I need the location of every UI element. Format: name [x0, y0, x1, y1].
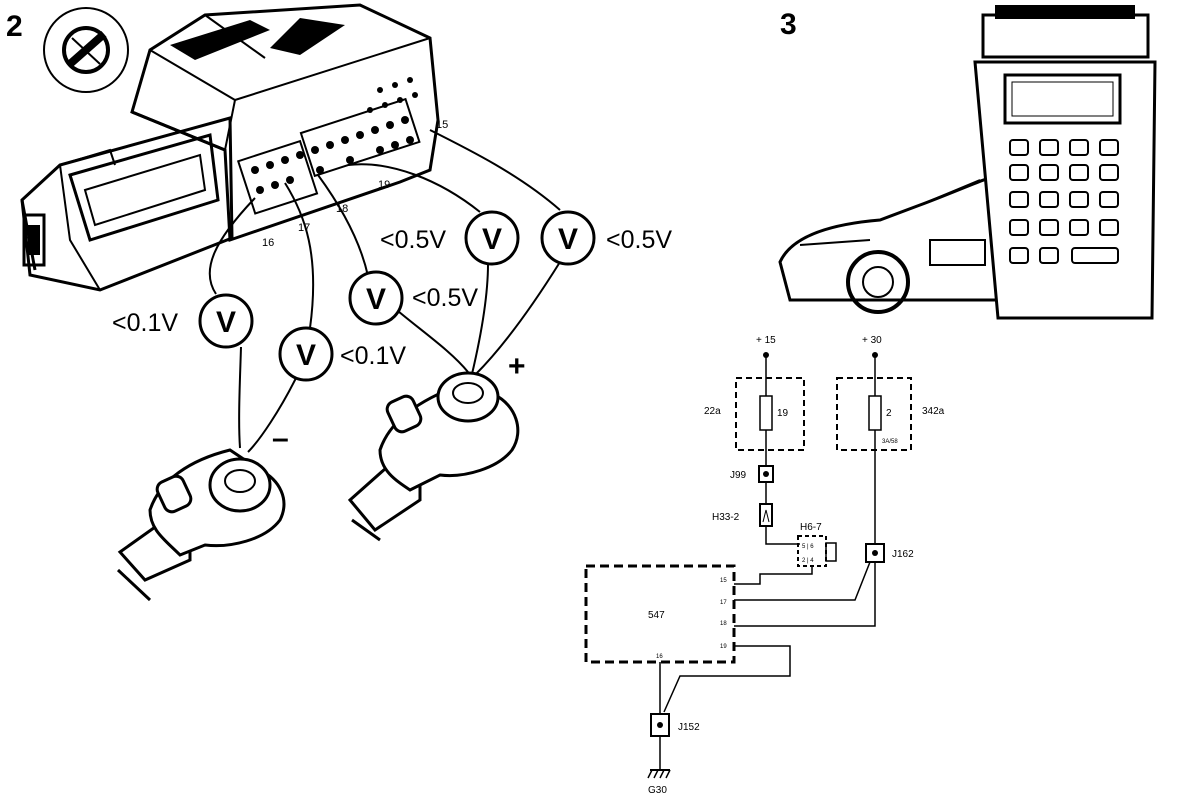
pin-16-label: 16: [262, 237, 274, 249]
connector-j162-label: J162: [892, 549, 914, 560]
ground-symbol-icon: [647, 769, 671, 779]
voltmeter-4-reading: <0.5V: [380, 226, 446, 254]
fuse-2-value: 2: [886, 408, 892, 419]
fuse-19-value: 19: [777, 408, 789, 419]
fuse-2-rating: 3A/58: [882, 439, 898, 445]
ecu-pin-18: 18: [720, 621, 727, 627]
supply-15-label: + 15: [756, 335, 776, 346]
voltmeter-4-symbol: V: [482, 223, 502, 256]
voltmeter-3-symbol: V: [366, 283, 386, 316]
voltmeter-4: V: [464, 210, 520, 266]
wiring-schematic: + 15 22a 19 J99 H33-2 5 | 6 2 | 4 H6-7 +…: [584, 335, 945, 796]
figure-3-number: 3: [780, 8, 797, 41]
negative-sensor-plug: [116, 448, 286, 602]
voltmeter-5-reading: <0.5V: [606, 226, 672, 254]
pin-19-label: 19: [378, 179, 390, 191]
ground-g30-label: G30: [648, 785, 667, 796]
fuse-box-342a-label: 342a: [922, 406, 945, 417]
connector-j99-label: J99: [730, 470, 747, 481]
voltmeter-2-symbol: V: [296, 339, 316, 372]
figure-2-number: 2: [6, 10, 23, 43]
h6-pin-5: 5 | 6: [802, 544, 814, 550]
voltmeter-2: V: [278, 326, 334, 382]
ignition-key-icon: [43, 7, 129, 93]
voltmeter-5: V: [540, 210, 596, 266]
connector-h6-label: H6-7: [800, 522, 822, 533]
pin-15-label: 15: [436, 119, 448, 131]
voltmeter-1-reading: <0.1V: [112, 309, 178, 337]
voltmeter-1-symbol: V: [216, 306, 236, 339]
diagnostic-tester-illustration: [973, 5, 1157, 320]
negative-polarity-sign: –: [272, 422, 289, 455]
voltmeter-3: V: [348, 270, 404, 326]
supply-30-label: + 30: [862, 335, 882, 346]
voltmeter-3-reading: <0.5V: [412, 284, 478, 312]
ecu-547-label: 547: [648, 610, 665, 621]
ecu-connector-illustration: [20, 3, 440, 292]
connector-h33-label: H33-2: [712, 512, 740, 523]
car-illustration: [778, 173, 1002, 314]
fuse-box-22a-label: 22a: [704, 406, 721, 417]
ecu-pin-16: 16: [656, 654, 663, 660]
ecu-pin-17: 17: [720, 600, 727, 606]
positive-polarity-sign: +: [508, 350, 526, 383]
voltmeter-1: V: [198, 293, 254, 349]
ecu-pin-15: 15: [720, 578, 727, 584]
ecu-pin-19: 19: [720, 644, 727, 650]
voltmeter-2-reading: <0.1V: [340, 342, 406, 370]
probe-wires: [208, 129, 561, 453]
h6-pin-2: 2 | 4: [802, 558, 814, 564]
positive-sensor-plug: [347, 371, 520, 542]
voltmeter-5-symbol: V: [558, 223, 578, 256]
connector-j152-label: J152: [678, 722, 700, 733]
